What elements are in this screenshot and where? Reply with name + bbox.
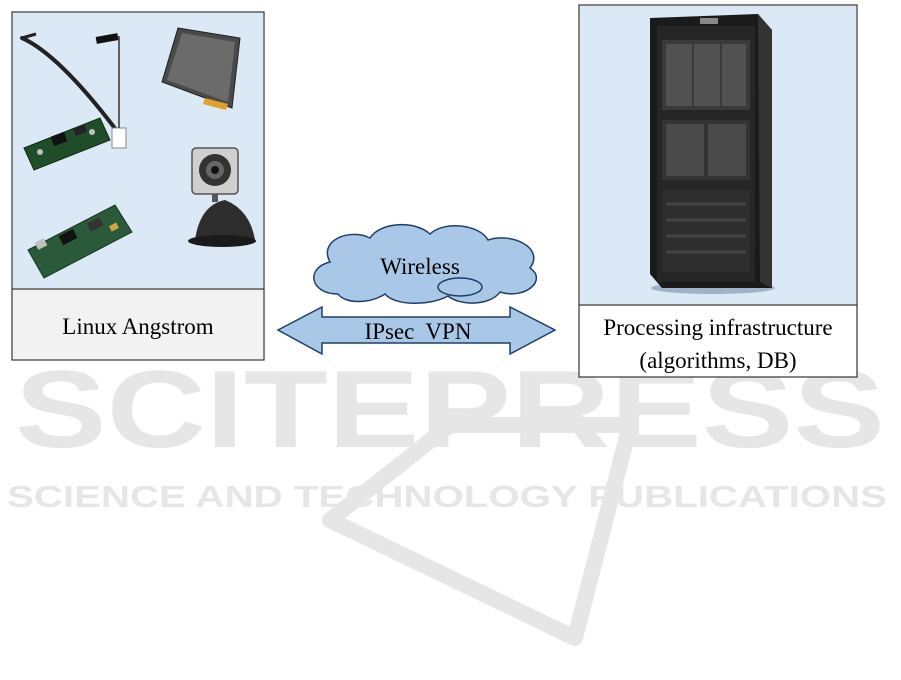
vpn-arrow: IPsec VPN: [278, 307, 555, 354]
right-caption-line2: (algorithms, DB): [639, 348, 796, 373]
watermark-subtitle: SCIENCE AND TECHNOLOGY PUBLICATIONS: [7, 479, 887, 514]
arrow-label: IPsec VPN: [365, 319, 472, 344]
right-caption-line1: Processing infrastructure: [603, 315, 832, 340]
server-rack-icon: [650, 14, 775, 294]
wireless-cloud: Wireless: [314, 225, 537, 304]
left-caption: Linux Angstrom: [62, 314, 214, 339]
right-panel: Processing infrastructure (algorithms, D…: [579, 5, 857, 377]
cloud-small-puff: [438, 278, 482, 296]
cloud-label: Wireless: [380, 254, 460, 279]
watermark: SCITEPRESS SCIENCE AND TECHNOLOGY PUBLIC…: [7, 348, 887, 638]
left-panel: Linux Angstrom: [12, 12, 264, 360]
